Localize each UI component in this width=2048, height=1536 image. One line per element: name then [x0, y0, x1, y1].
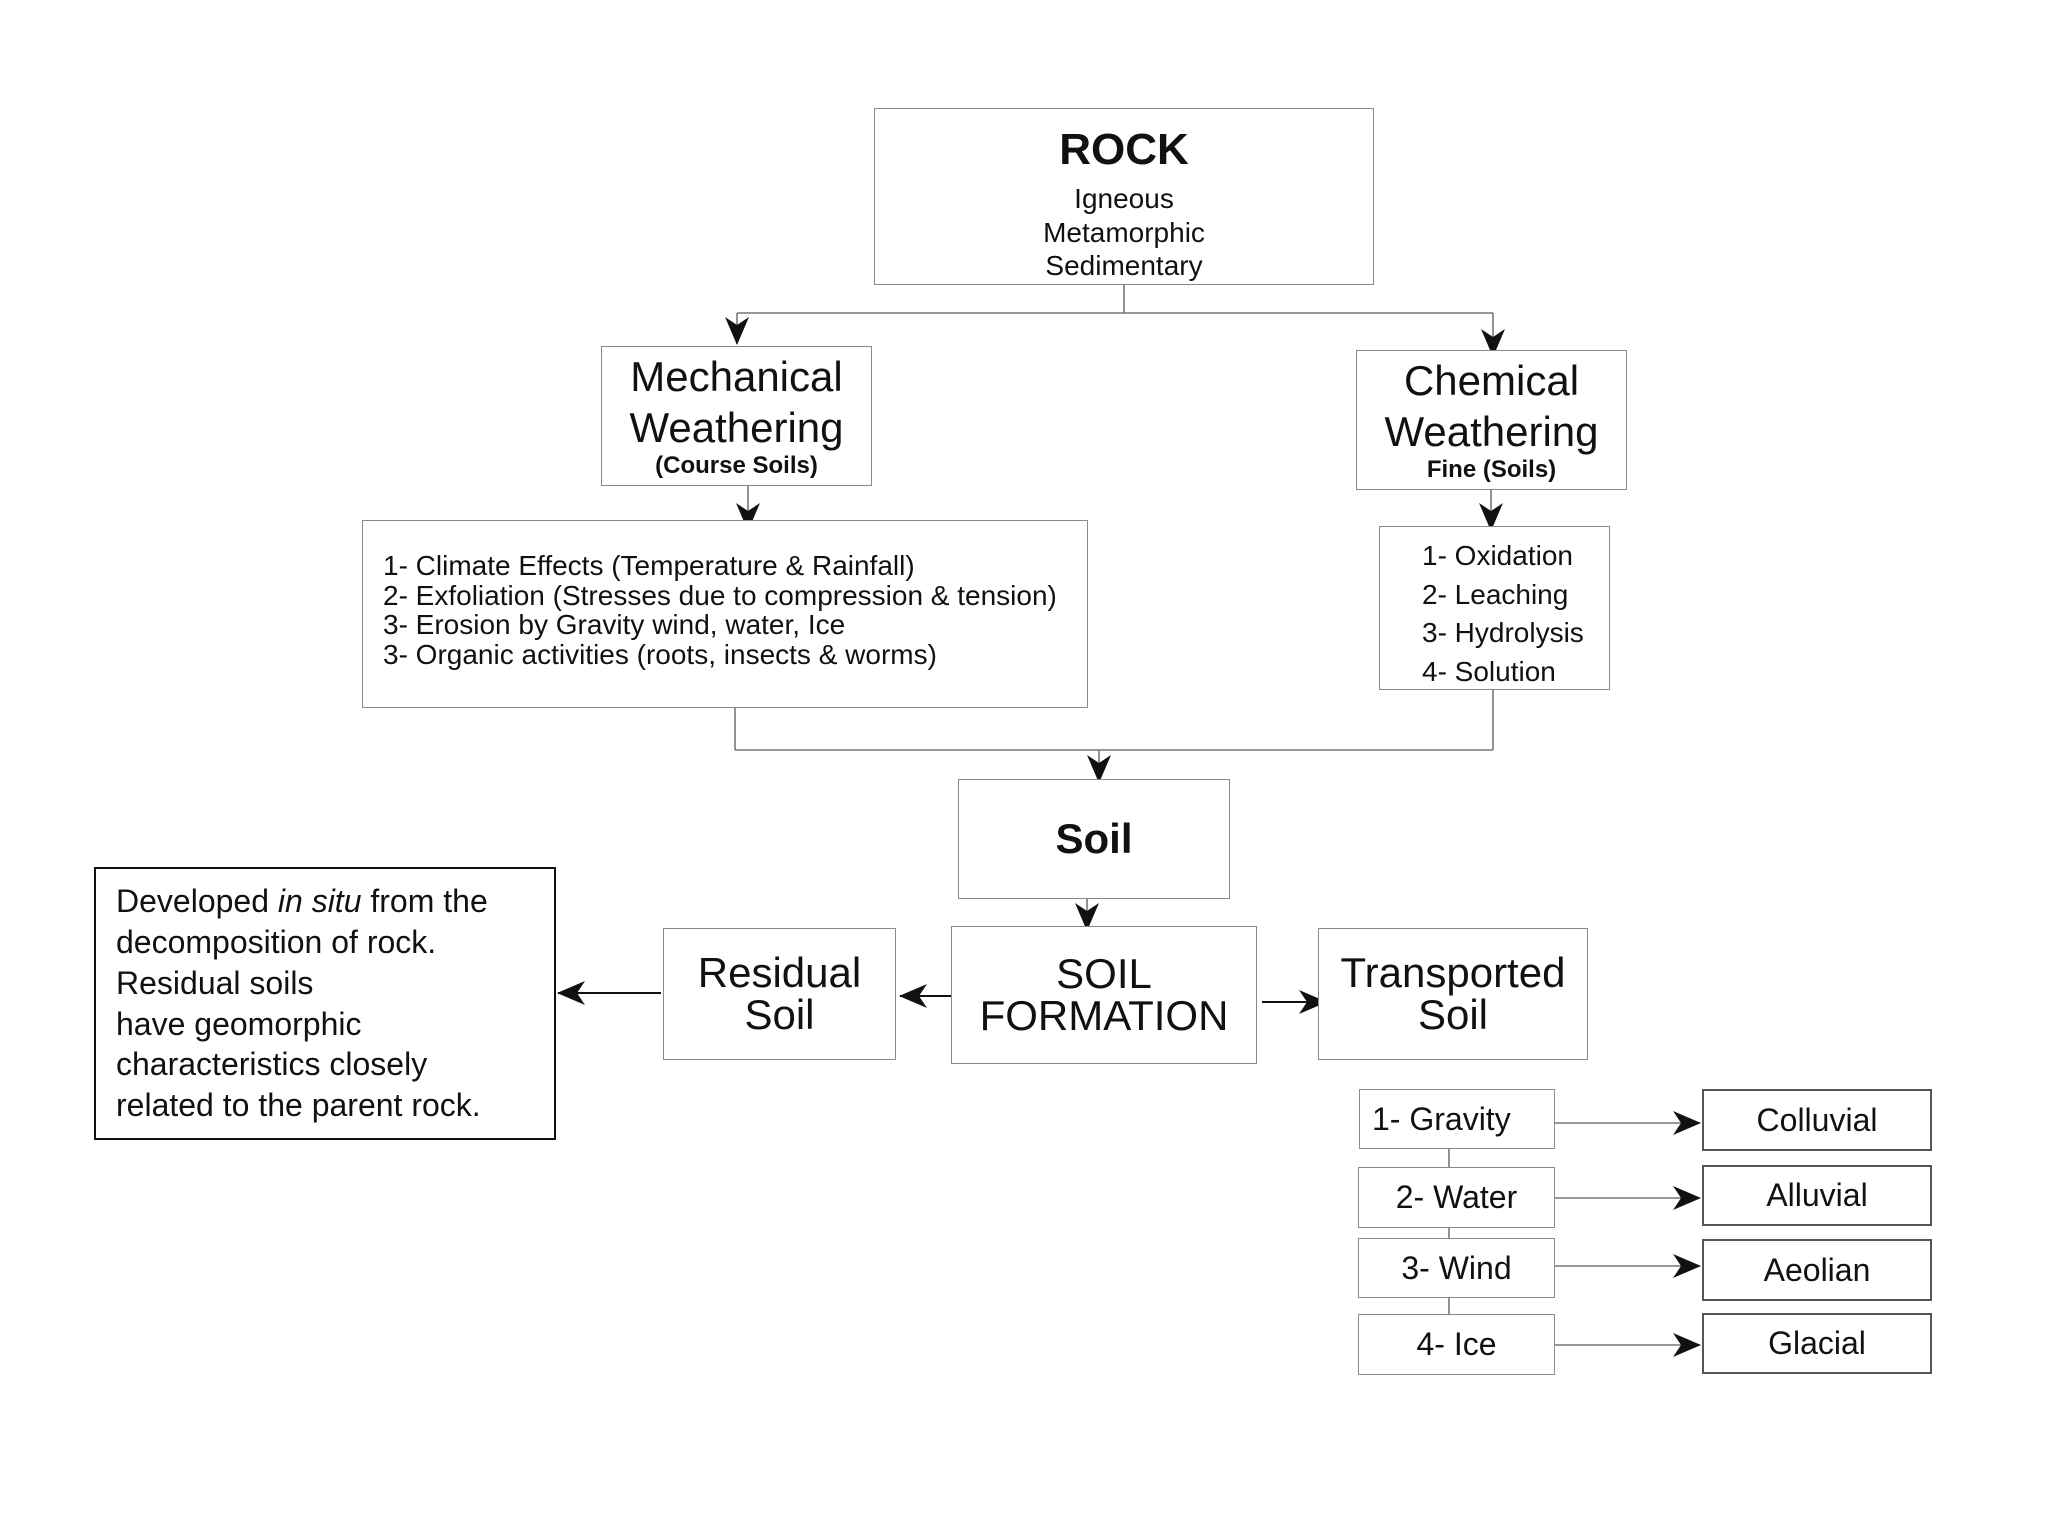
- chemical-process: 3- Hydrolysis: [1422, 617, 1584, 649]
- mechanical-process: 2- Exfoliation (Stresses due to compress…: [383, 579, 1057, 611]
- deposit-label: Colluvial: [1756, 1101, 1878, 1138]
- mechanical-label: Weathering: [629, 403, 844, 451]
- chemical-process: 1- Oxidation: [1422, 540, 1573, 571]
- rock-node: ROCK Igneous Metamorphic Sedimentary: [874, 108, 1374, 285]
- chemical-label: Weathering: [1384, 407, 1599, 455]
- agent-label: 2- Water: [1395, 1179, 1518, 1215]
- soil-label: Soil: [1055, 815, 1133, 863]
- agent-label: 4- Ice: [1416, 1326, 1497, 1362]
- deposit-aeolian: Aeolian: [1702, 1239, 1932, 1301]
- agent-ice: 4- Ice: [1358, 1314, 1555, 1375]
- rock-title: ROCK: [1059, 125, 1189, 174]
- agent-wind: 3- Wind: [1358, 1238, 1555, 1298]
- transported-soil-label: Transported: [1340, 949, 1566, 996]
- residual-description-line: have geomorphic: [116, 1005, 362, 1042]
- residual-soil-label: Residual: [697, 949, 862, 996]
- residual-description-line: characteristics closely: [116, 1046, 428, 1083]
- deposit-colluvial: Colluvial: [1702, 1089, 1932, 1151]
- soil-node: Soil: [958, 779, 1230, 899]
- mechanical-processes-node: 1- Climate Effects (Temperature & Rainfa…: [362, 520, 1088, 708]
- chemical-label: Chemical: [1403, 357, 1580, 405]
- residual-soil-label: Soil: [744, 991, 815, 1038]
- deposit-glacial: Glacial: [1702, 1313, 1932, 1374]
- residual-description-line: related to the parent rock.: [116, 1087, 481, 1124]
- residual-description-node: Developed in situ from the decomposition…: [94, 867, 556, 1140]
- mechanical-note: (Course Soils): [655, 451, 818, 479]
- deposit-label: Aeolian: [1763, 1251, 1871, 1288]
- chemical-processes-node: 1- Oxidation 2- Leaching 3- Hydrolysis 4…: [1379, 526, 1610, 690]
- residual-soil-node: Residual Soil: [663, 928, 896, 1060]
- chemical-weathering-node: Chemical Weathering Fine (Soils): [1356, 350, 1627, 490]
- mechanical-process: 1- Climate Effects (Temperature & Rainfa…: [383, 550, 915, 581]
- residual-description-line: Developed in situ from the: [116, 881, 488, 922]
- soil-formation-label: SOIL: [1056, 950, 1152, 997]
- agent-water: 2- Water: [1358, 1167, 1555, 1228]
- description-text: Developed: [116, 882, 278, 919]
- chemical-process: 2- Leaching: [1422, 578, 1569, 610]
- transported-soil-label: Soil: [1417, 991, 1489, 1038]
- deposit-label: Glacial: [1768, 1325, 1866, 1361]
- transported-soil-node: Transported Soil: [1318, 928, 1588, 1060]
- mechanical-weathering-node: Mechanical Weathering (Course Soils): [601, 346, 872, 486]
- residual-description-line: Residual soils: [116, 964, 314, 1001]
- chemical-note: Fine (Soils): [1426, 455, 1557, 483]
- agent-label: 1- Gravity: [1372, 1100, 1511, 1137]
- mechanical-process: 3- Organic activities (roots, insects & …: [383, 639, 937, 671]
- agent-gravity: 1- Gravity: [1359, 1089, 1555, 1149]
- residual-description-line: decomposition of rock.: [116, 923, 437, 960]
- description-text: from the: [361, 882, 488, 919]
- chemical-process: 4- Solution: [1422, 655, 1556, 687]
- mechanical-process: 3- Erosion by Gravity wind, water, Ice: [383, 609, 846, 641]
- deposit-label: Alluvial: [1766, 1177, 1868, 1213]
- mechanical-label: Mechanical: [630, 353, 843, 401]
- soil-formation-node: SOIL FORMATION: [951, 926, 1257, 1064]
- deposit-alluvial: Alluvial: [1702, 1165, 1932, 1226]
- rock-type: Metamorphic: [1043, 216, 1205, 248]
- agent-label: 3- Wind: [1401, 1249, 1512, 1286]
- soil-formation-label: FORMATION: [979, 992, 1229, 1039]
- rock-type: Igneous: [1074, 183, 1174, 215]
- rock-type: Sedimentary: [1045, 250, 1203, 282]
- description-italic: in situ: [277, 882, 362, 919]
